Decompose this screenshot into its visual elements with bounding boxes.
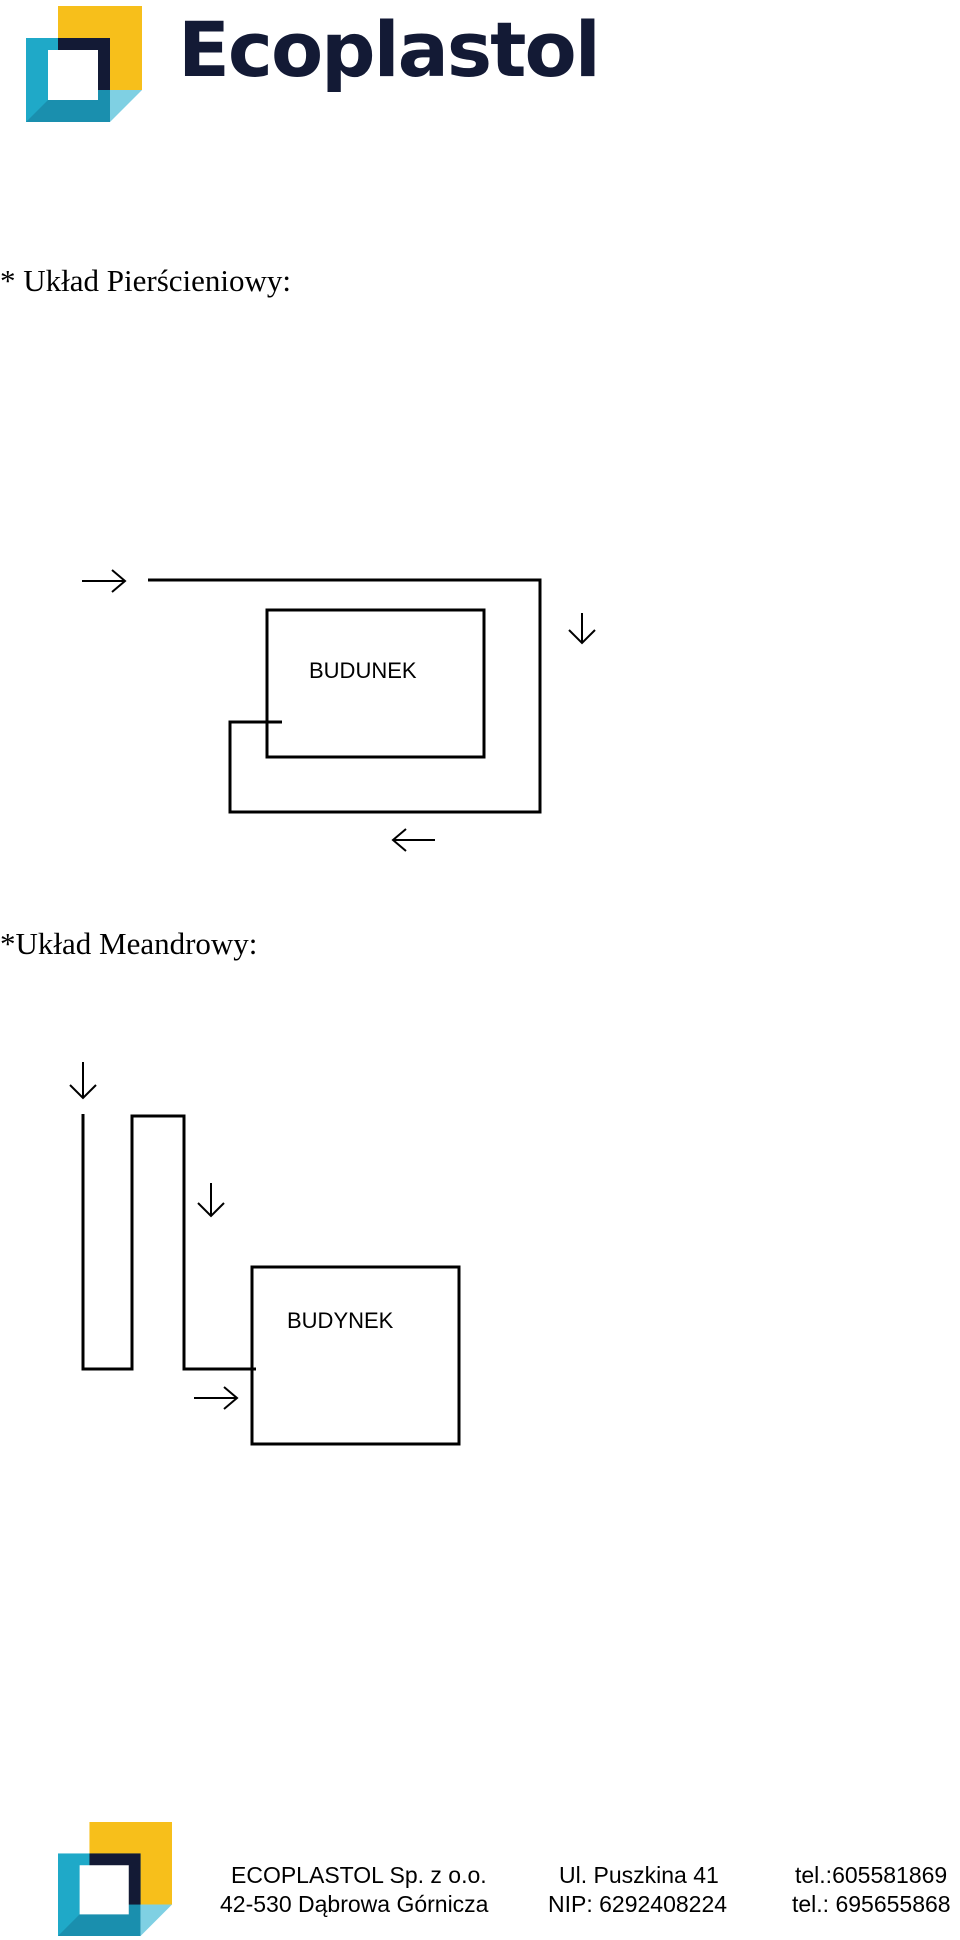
- footer-city: 42-530 Dąbrowa Górnicza: [220, 1891, 489, 1917]
- meander-pipe-line: [81, 1114, 256, 1371]
- ring-building-box: [265, 608, 486, 759]
- ring-pipe-line: [148, 578, 542, 814]
- arrow-left-icon: [391, 828, 435, 852]
- ecoplastol-footer-logo-icon: [58, 1822, 172, 1936]
- meander-building-box: [250, 1265, 461, 1446]
- footer-street: Ul. Puszkina 41: [559, 1862, 719, 1888]
- footer-phone-1: tel.:605581869: [795, 1862, 948, 1888]
- ecoplastol-logo-icon: [26, 6, 142, 122]
- footer-nip: NIP: 6292408224: [548, 1891, 728, 1917]
- meander-layout-diagram: [69, 1062, 461, 1446]
- ring-layout-heading: * Układ Pierścieniowy:: [0, 263, 292, 298]
- ring-layout-diagram: [82, 569, 596, 852]
- arrow-down-icon: [197, 1183, 225, 1218]
- footer-company-name: ECOPLASTOL Sp. z o.o.: [231, 1862, 487, 1888]
- ring-building-label: BUDUNEK: [309, 658, 417, 683]
- arrow-right-icon: [82, 569, 127, 593]
- arrow-down-icon: [69, 1062, 97, 1100]
- meander-building-label: BUDYNEK: [287, 1308, 394, 1333]
- meander-layout-heading: *Układ Meandrowy:: [0, 926, 258, 961]
- brand-name: Ecoplastol: [178, 5, 601, 94]
- arrow-right-icon: [194, 1386, 239, 1410]
- footer-phone-2: tel.: 695655868: [792, 1891, 951, 1917]
- arrow-down-icon: [568, 613, 596, 645]
